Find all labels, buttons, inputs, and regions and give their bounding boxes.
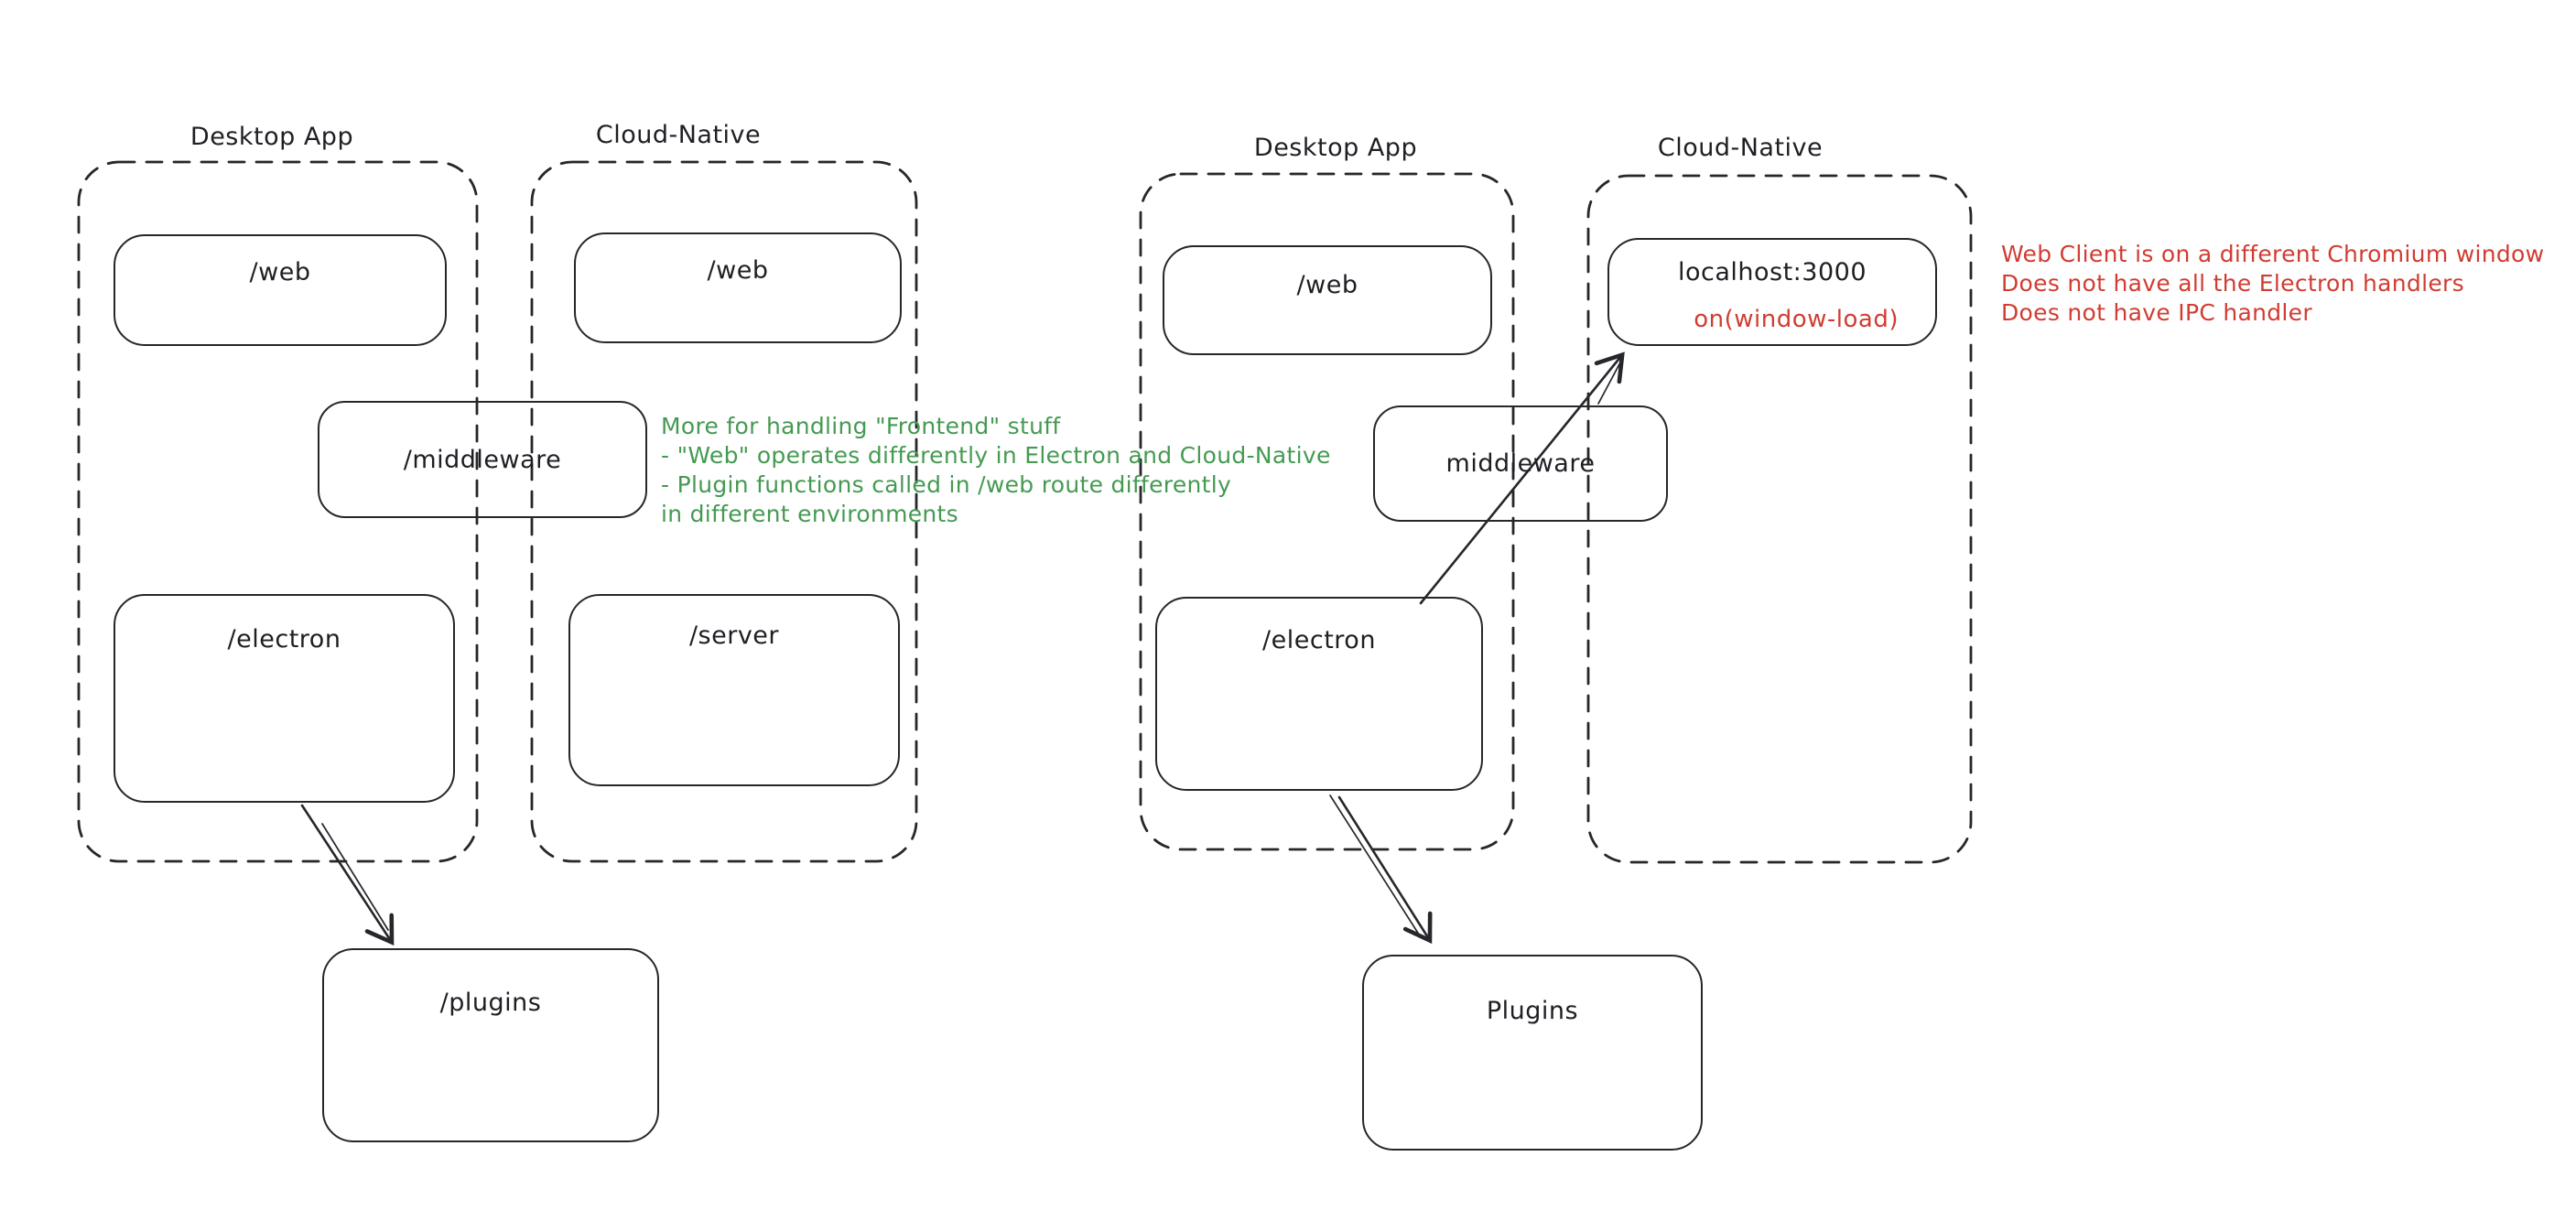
red-annotation-line-3: Does not have IPC handler — [2001, 299, 2312, 326]
container-cloud-native-right[interactable] — [1586, 174, 1973, 864]
green-annotation-line-1: More for handling "Frontend" stuff — [661, 413, 1061, 439]
container-desktop-app-left[interactable] — [77, 160, 479, 863]
node-middleware-right-label: middleware — [1445, 449, 1596, 478]
green-annotation-line-4: in different environments — [661, 501, 958, 527]
node-web-cloud-left-label: /web — [707, 256, 769, 285]
group-label-desktop-app-left[interactable]: Desktop App — [189, 123, 354, 151]
green-annotation[interactable]: More for handling "Frontend" stuff - "We… — [661, 412, 1331, 529]
node-electron-right-label: /electron — [1262, 626, 1376, 654]
node-middleware-right[interactable]: middleware — [1373, 405, 1668, 522]
arrow-electron-to-plugins-left-stroke2 — [321, 823, 389, 931]
node-localhost-3000-label: localhost:3000 — [1677, 258, 1867, 286]
node-web-desktop-right[interactable]: /web — [1163, 245, 1492, 355]
node-plugins-left-label: /plugins — [439, 989, 542, 1017]
green-annotation-line-3: - Plugin functions called in /web route … — [661, 471, 1232, 498]
node-middleware-left-label: /middleware — [403, 445, 562, 474]
group-label-desktop-app-right[interactable]: Desktop App — [1253, 134, 1418, 162]
node-localhost-3000-sublabel: on(window-load) — [1694, 306, 1899, 333]
node-electron-right[interactable]: /electron — [1155, 597, 1483, 791]
red-annotation-line-1: Web Client is on a different Chromium wi… — [2001, 241, 2545, 267]
arrow-electron-to-plugins-right-stroke2 — [1329, 794, 1422, 938]
node-web-desktop-left[interactable]: /web — [114, 234, 447, 346]
arrow-electron-to-localhost-stroke2 — [1597, 362, 1621, 405]
node-electron-left[interactable]: /electron — [114, 594, 455, 803]
arrow-electron-to-plugins-right[interactable] — [1337, 795, 1433, 945]
node-plugins-right[interactable]: Plugins — [1362, 955, 1703, 1151]
group-label-cloud-native-right[interactable]: Cloud-Native — [1657, 134, 1824, 162]
node-web-desktop-left-label: /web — [249, 258, 311, 286]
node-server[interactable]: /server — [568, 594, 900, 786]
red-annotation[interactable]: Web Client is on a different Chromium wi… — [2001, 240, 2544, 328]
node-web-desktop-right-label: /web — [1296, 271, 1358, 299]
node-server-label: /server — [688, 621, 780, 650]
node-plugins-left[interactable]: /plugins — [322, 948, 659, 1142]
green-annotation-line-2: - "Web" operates differently in Electron… — [661, 442, 1331, 469]
group-label-cloud-native-left[interactable]: Cloud-Native — [595, 121, 762, 149]
node-electron-left-label: /electron — [227, 625, 341, 654]
red-annotation-line-2: Does not have all the Electron handlers — [2001, 270, 2464, 297]
container-cloud-native-left[interactable] — [530, 160, 918, 863]
node-middleware-left[interactable]: /middleware — [318, 401, 647, 518]
node-localhost-3000[interactable]: localhost:3000 on(window-load) — [1607, 238, 1937, 346]
node-web-cloud-left[interactable]: /web — [574, 232, 902, 343]
arrow-electron-to-localhost[interactable] — [1419, 351, 1625, 605]
node-plugins-right-label: Plugins — [1486, 997, 1579, 1025]
container-desktop-app-right[interactable] — [1139, 172, 1515, 851]
arrow-electron-to-plugins-left[interactable] — [300, 804, 395, 946]
